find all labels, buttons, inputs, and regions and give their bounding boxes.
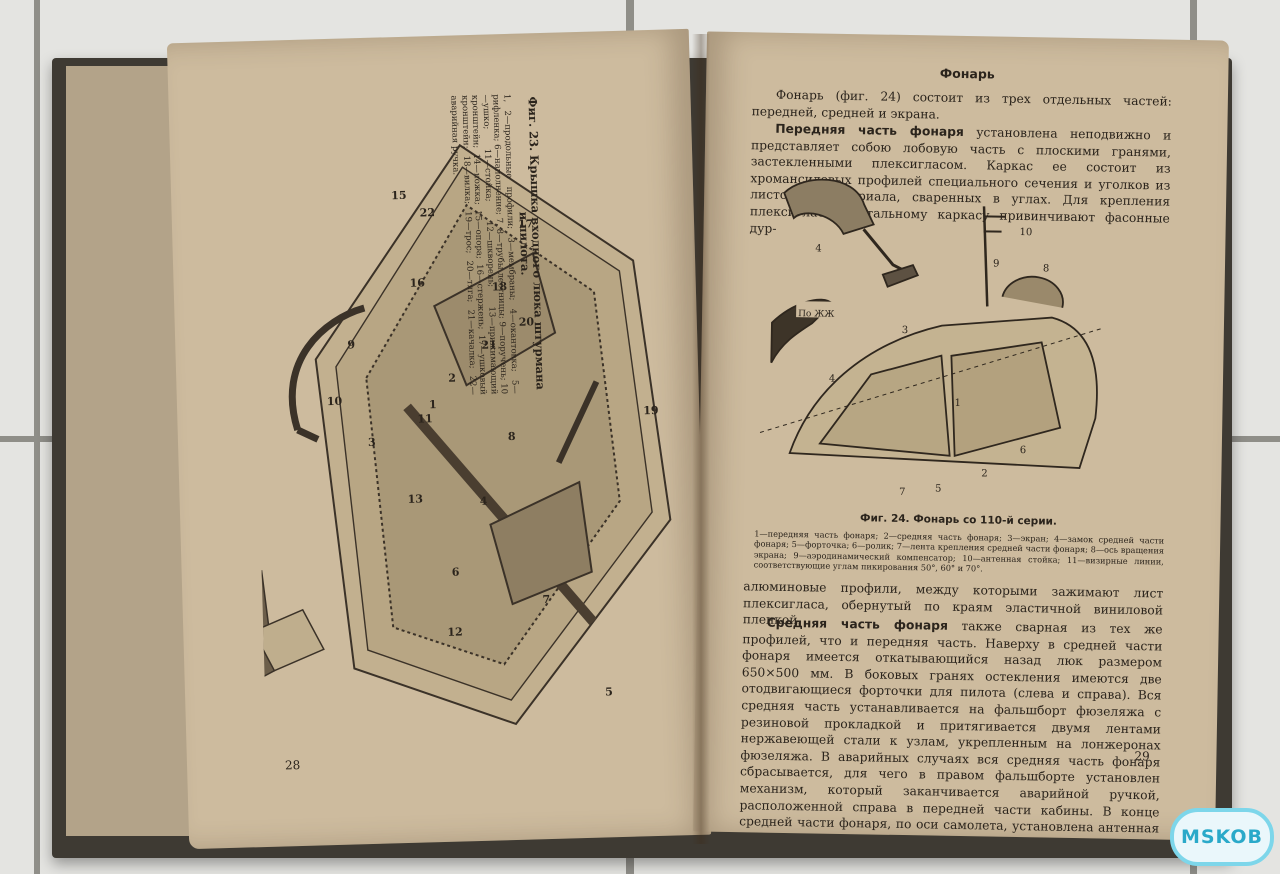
callout-label: 19 <box>643 403 659 418</box>
callout-label: 6 <box>451 565 460 579</box>
book-spine-shadow <box>692 34 710 844</box>
middle-part-label: Средняя часть фонаря <box>766 615 949 633</box>
watermark-logo: MSKOB <box>1170 808 1274 866</box>
callout-label: 18 <box>491 280 508 294</box>
page-number: 28 <box>284 758 301 773</box>
callout-label: 1 <box>428 398 437 412</box>
callout-label: 10 <box>326 394 343 409</box>
callout-label: 5 <box>604 685 613 699</box>
callout-label: 1 <box>954 397 962 409</box>
callout-label: 13 <box>407 492 424 506</box>
callout-label: 2 <box>981 468 988 480</box>
callout-label: 7 <box>898 486 906 499</box>
section-heading: Фонарь <box>939 65 995 82</box>
canopy-illustration <box>759 178 1103 470</box>
callout-label: 2 <box>448 371 457 385</box>
callout-label: 3 <box>901 324 909 337</box>
callout-label: 16 <box>409 276 426 290</box>
callout-label: 20 <box>518 315 535 329</box>
callout-label: 8 <box>1042 263 1050 275</box>
right-page: Фонарь Фонарь (фиг. 24) состоит из трех … <box>693 31 1229 841</box>
figure-24-caption: Фиг. 24. Фонарь со 110-й серии. <box>859 512 1058 528</box>
page-number: 29 <box>1134 749 1150 764</box>
front-part-label: Передняя часть фонаря <box>775 121 965 140</box>
section-label: По ЖЖ <box>798 309 835 320</box>
callout-label: 22 <box>419 206 436 220</box>
middle-part-text: также сварная из тех же профилей, что и … <box>739 619 1163 840</box>
callout-label: 9 <box>992 258 1000 270</box>
callout-label: 5 <box>934 483 942 495</box>
callout-label: 17 <box>517 217 534 231</box>
callout-label: 21 <box>481 338 497 352</box>
hatch-cover-illustration <box>248 143 672 726</box>
callout-label: 3 <box>367 435 376 449</box>
watermark-text: MSKOB <box>1180 826 1264 848</box>
callout-label: 10 <box>1019 226 1033 239</box>
middle-part-paragraph: Средняя часть фонаря также сварная из те… <box>739 614 1163 841</box>
callout-label: 8 <box>507 429 516 444</box>
callout-label: 6 <box>1019 445 1027 457</box>
callout-label: 7 <box>542 592 551 607</box>
left-page: Фиг. 23. Крышка входного люка штурмана и… <box>166 28 712 850</box>
callout-label: 4 <box>828 373 836 385</box>
callout-label: 4 <box>815 243 822 255</box>
callout-label: 15 <box>391 188 407 203</box>
figure-24-legend: 1—передняя часть фонаря; 2—средняя часть… <box>753 528 1165 574</box>
callout-label: 4 <box>479 494 488 508</box>
callout-label: 12 <box>447 625 463 639</box>
tile-grout <box>34 0 40 874</box>
callout-label: 9 <box>347 338 356 352</box>
callout-label: 11 <box>417 412 433 426</box>
